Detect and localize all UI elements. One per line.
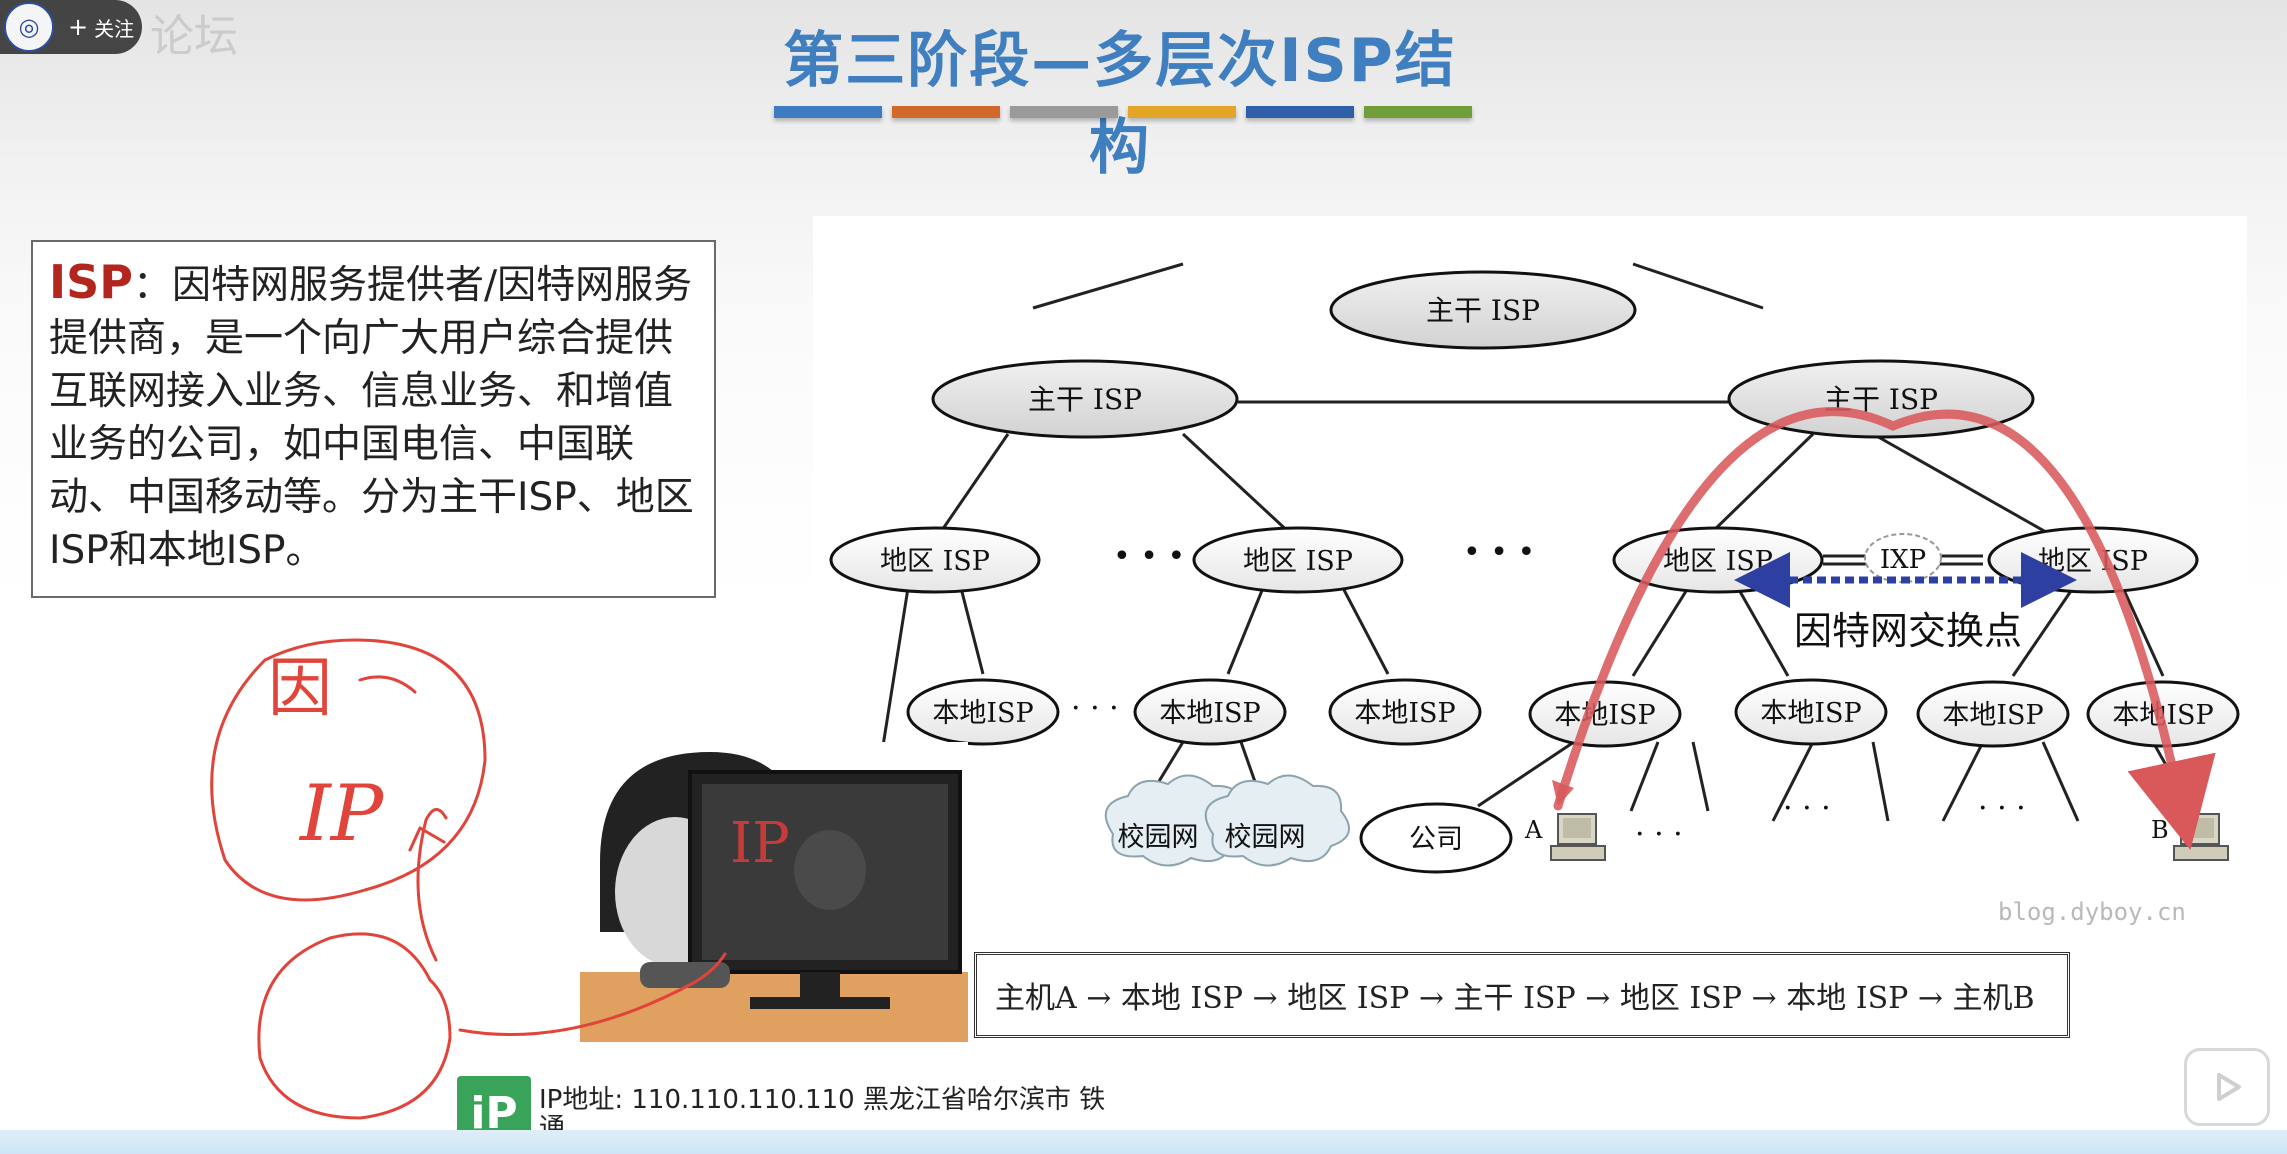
arrow-annotation — [408, 808, 448, 962]
backbone-isp-top-label: 主干 ISP — [1426, 294, 1540, 327]
play-icon — [2217, 1073, 2241, 1101]
local-isp-4-label: 本地ISP — [1554, 700, 1655, 731]
regional-isp-3-label: 地区 ISP — [1663, 546, 1773, 577]
local-isp-1: 本地ISP — [906, 678, 1060, 746]
color-bar-6 — [1364, 106, 1472, 118]
circle-annotation-top — [210, 638, 487, 902]
handwritten-char-1: 因 — [268, 652, 332, 726]
circle-annotation-bottom — [257, 932, 452, 1120]
color-bar-3 — [1010, 106, 1118, 118]
color-bar-2 — [892, 106, 1000, 118]
title-color-bars — [774, 106, 1472, 120]
handwritten-char-2: IP — [298, 769, 385, 859]
route-description-text: 主机A → 本地 ISP → 地区 ISP → 主干 ISP → 地区 ISP … — [995, 981, 2035, 1016]
company-node: 公司 — [1359, 802, 1513, 874]
local-isp-3-label: 本地ISP — [1354, 698, 1455, 729]
channel-avatar[interactable]: ◎ — [4, 2, 54, 52]
campus-network-2: 校园网 — [1204, 774, 1350, 867]
color-bar-4 — [1128, 106, 1236, 118]
local-isp-2: 本地ISP — [1133, 678, 1287, 746]
meme-screen-text: IP — [730, 811, 790, 876]
backbone-isp-top: 主干 ISP — [1329, 270, 1637, 350]
regional-isp-4-label: 地区 ISP — [2038, 546, 2148, 577]
host-dots-1: · · · — [1635, 817, 1683, 852]
host-dots-2: · · · — [1783, 791, 1831, 826]
host-a-label: A — [1524, 816, 1543, 844]
local-isp-5: 本地ISP — [1734, 678, 1888, 746]
local-isp-2-label: 本地ISP — [1159, 698, 1260, 729]
color-bar-5 — [1246, 106, 1354, 118]
exchange-point-label: 因特网交换点 — [1794, 609, 2022, 653]
local-isp-5-label: 本地ISP — [1760, 698, 1861, 729]
follow-label: 关注 — [94, 16, 135, 41]
local-isp-3: 本地ISP — [1328, 678, 1482, 746]
local-isp-6-label: 本地ISP — [1942, 700, 2043, 731]
regional-dots-1: • • • — [1113, 539, 1185, 574]
host-a-computer-icon — [1550, 813, 1606, 861]
backbone-isp-left: 主干 ISP — [931, 359, 1239, 439]
campus-network-2-label: 校园网 — [1225, 822, 1306, 853]
isp-term: ISP — [49, 255, 133, 309]
isp-hierarchy-diagram: 主干 ISP 主干 ISP 主干 ISP 地区 ISP • • • 地区 ISP… — [813, 216, 2247, 958]
local-isp-4: 本地ISP — [1528, 680, 1682, 748]
campus-network-1-label: 校园网 — [1118, 822, 1199, 853]
host-dots-3: · · · — [1978, 791, 2026, 826]
slide-title: 第三阶段—多层次ISP结构 — [783, 26, 1457, 183]
regional-isp-2: 地区 ISP — [1192, 526, 1404, 594]
blog-watermark: blog.dyboy.cn — [1998, 898, 2186, 926]
regional-isp-2-label: 地区 ISP — [1243, 546, 1353, 577]
top-bar: ◎ + 关注 论坛 — [0, 0, 560, 110]
route-arrow — [1553, 407, 2216, 851]
follow-button[interactable]: ◎ + 关注 — [0, 0, 142, 54]
local-dots-1: · · · — [1071, 691, 1119, 726]
forum-watermark: 论坛 — [150, 11, 238, 62]
plus-icon: + — [68, 13, 89, 41]
ixp-label: IXP — [1880, 545, 1926, 575]
play-button[interactable] — [2184, 1048, 2270, 1126]
regional-dots-2: • • • — [1463, 535, 1535, 570]
regional-isp-1-label: 地区 ISP — [880, 546, 990, 577]
meme-sticker: IP — [580, 742, 968, 1042]
host-b-label: B — [2151, 816, 2169, 844]
isp-definition-box: ISP：因特网服务提供者/因特网服务提供商，是一个向广大用户综合提供互联网接入业… — [31, 240, 716, 598]
regional-isp-1: 地区 ISP — [829, 526, 1041, 594]
host-b-computer-icon — [2173, 813, 2229, 861]
ip-location-text: IP地址: 110.110.110.110 黑龙江省哈尔滨市 铁通 — [539, 1085, 1106, 1143]
local-isp-6: 本地ISP — [1916, 680, 2070, 748]
route-description-box: 主机A → 本地 ISP → 地区 ISP → 主干 ISP → 地区 ISP … — [974, 952, 2070, 1038]
company-label: 公司 — [1409, 824, 1463, 855]
color-bar-1 — [774, 106, 882, 118]
isp-definition-text: ：因特网服务提供者/因特网服务提供商，是一个向广大用户综合提供互联网接入业务、信… — [49, 263, 694, 573]
local-isp-1-label: 本地ISP — [932, 698, 1033, 729]
backbone-isp-left-label: 主干 ISP — [1028, 383, 1142, 416]
bottom-decoration — [0, 1130, 2287, 1154]
ixp-node: IXP — [1864, 533, 1942, 583]
